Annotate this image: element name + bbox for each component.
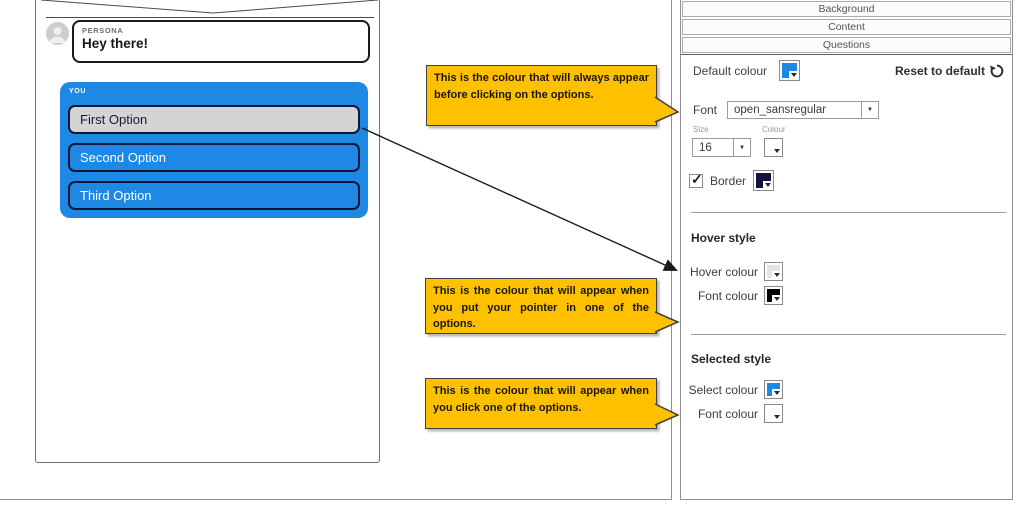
border-checkbox[interactable]: ✓ [689,170,703,188]
size-dropdown[interactable]: 16 ▼ [692,138,751,157]
tab-separator [681,53,1012,55]
default-colour-swatch[interactable] [779,60,801,81]
option-third[interactable]: Third Option [68,181,360,210]
swatch-dropdown-arrow [772,271,781,279]
persona-message-text: Hey there! [82,36,149,51]
refresh-icon [989,64,1004,78]
border-label: Border [710,173,747,188]
tab-content[interactable]: Content [682,18,1011,35]
selected-font-colour-label: Font colour [697,406,758,421]
callout-text: This is the colour that will appear when… [433,385,649,414]
tab-questions[interactable]: Questions [682,36,1011,53]
dropdown-arrow-icon[interactable]: ▼ [861,102,879,118]
callout-hover-colour: This is the colour that will appear when… [425,278,657,334]
persona-message-bubble: PERSONA Hey there! [72,20,370,63]
tab-label: Background [818,3,875,15]
swatch-dropdown-arrow [789,71,799,79]
size-dropdown-value: 16 [699,141,712,154]
font-label: Font [693,103,718,117]
persona-message-row: PERSONA Hey there! [46,20,370,63]
tab-label: Content [828,20,865,33]
hover-font-colour-swatch[interactable] [764,286,783,305]
option-label: Third Option [80,188,152,203]
colour-label: Colour [762,125,786,134]
swatch-dropdown-arrow [772,295,781,303]
hover-colour-label: Hover colour [689,264,758,279]
swatch-dropdown-arrow [763,181,773,189]
avatar [46,22,69,45]
callout-text: This is the colour that will appear when… [433,285,649,330]
section-divider [691,212,1006,213]
swatch-dropdown-arrow [772,389,781,397]
select-colour-swatch[interactable] [764,380,783,399]
option-label: First Option [80,112,148,127]
option-first[interactable]: First Option [68,105,360,134]
tab-background[interactable]: Background [682,1,1011,17]
hover-font-colour-label: Font colour [697,288,758,303]
callout-default-colour: This is the colour that will always appe… [426,65,657,126]
persona-label: PERSONA [82,26,124,35]
font-dropdown-value: open_sansregular [734,104,827,116]
reset-to-default-button[interactable]: Reset to default [895,63,1005,79]
person-icon [46,22,69,45]
select-colour-label: Select colour [688,382,758,397]
callout-select-colour: This is the colour that will appear when… [425,378,657,429]
callout-text: This is the colour that will always appe… [434,72,649,101]
hover-colour-swatch[interactable] [764,262,783,281]
option-second[interactable]: Second Option [68,143,360,172]
font-colour-swatch[interactable] [764,138,783,157]
check-icon: ✓ [691,170,703,187]
selected-font-colour-swatch[interactable] [764,404,783,423]
swatch-dropdown-arrow [772,147,781,155]
you-label: YOU [69,88,86,95]
option-label: Second Option [80,150,167,165]
default-colour-label: Default colour [693,63,768,78]
options-block: YOU First Option Second Option Third Opt… [60,82,368,218]
reset-label: Reset to default [894,64,985,78]
chat-window: PERSONA Hey there! YOU First Option Seco… [35,0,380,463]
selected-style-heading: Selected style [691,352,772,366]
section-divider [691,334,1006,335]
border-colour-swatch[interactable] [753,170,775,191]
swatch-dropdown-arrow [772,413,781,421]
font-dropdown[interactable]: open_sansregular ▼ [727,101,880,119]
size-label: Size [693,125,709,134]
settings-panel: Background Content Questions Default col… [680,0,1013,500]
hover-style-heading: Hover style [691,231,756,245]
tab-label: Questions [822,38,871,51]
dropdown-arrow-icon[interactable]: ▼ [733,139,750,156]
